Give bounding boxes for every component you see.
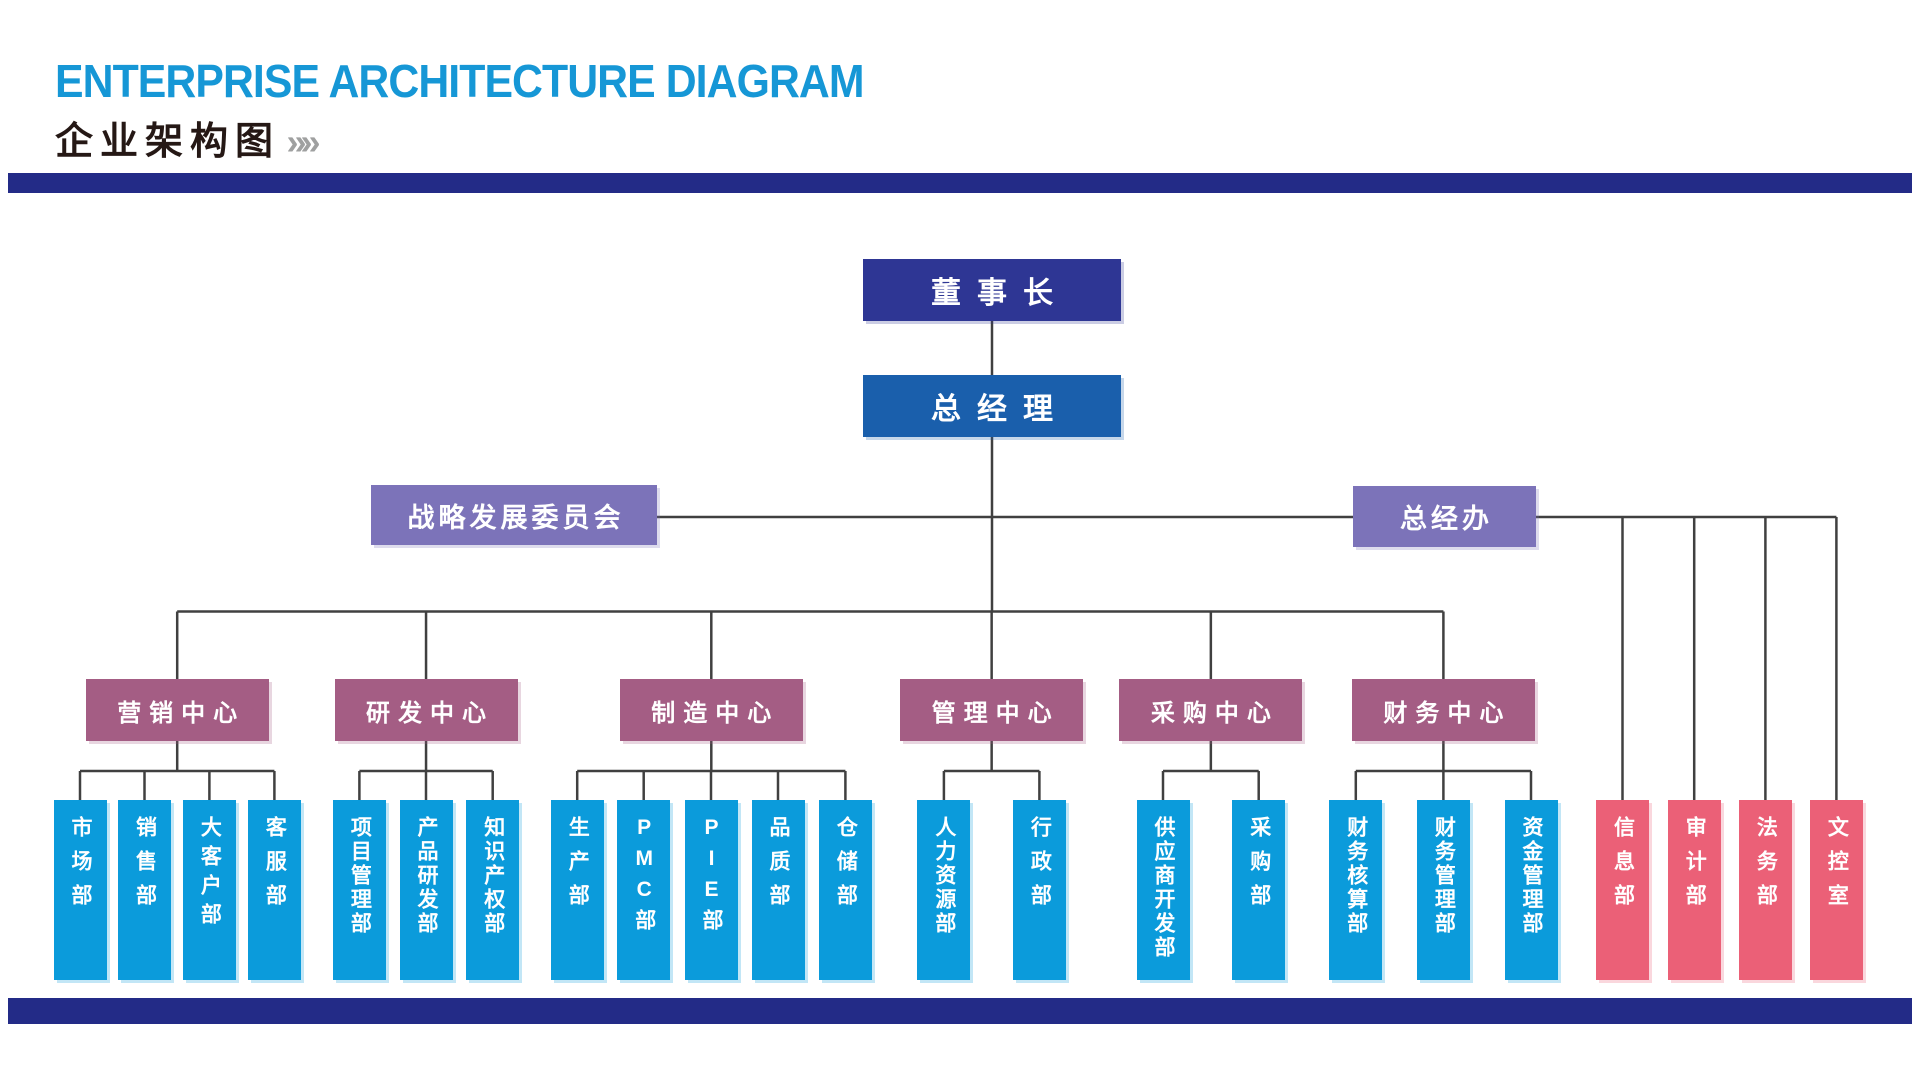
dept-box-2-4: 仓储部 — [818, 800, 872, 980]
dept-box-2-0: 生产部 — [550, 800, 604, 980]
dept-box-4-1: 采购部 — [1232, 800, 1286, 980]
dept-box-1-1: 产品研发部 — [399, 800, 453, 980]
gm-office-dept-box-3: 文控室 — [1809, 800, 1863, 980]
center-box-5: 财务中心 — [1351, 679, 1535, 741]
dept-box-0-2: 大客户部 — [182, 800, 236, 980]
page-title-english: ENTERPRISE ARCHITECTURE DIAGRAM — [55, 55, 865, 107]
dept-box-0-0: 市场部 — [53, 800, 107, 980]
page-subtitle-row: 企业架构图 »» — [55, 110, 321, 165]
page-title-chinese: 企业架构图 — [55, 121, 281, 163]
dept-box-3-1: 行政部 — [1012, 800, 1066, 980]
center-box-0: 营销中心 — [85, 679, 269, 741]
dept-box-5-1: 财务管理部 — [1416, 800, 1470, 980]
dept-box-2-3: 品质部 — [751, 800, 805, 980]
dept-box-5-0: 财务核算部 — [1329, 800, 1383, 980]
dept-box-3-0: 人力资源部 — [917, 800, 971, 980]
dept-box-2-1: PMC部 — [617, 800, 671, 980]
double-chevron-icon: »» — [286, 121, 320, 162]
dept-box-0-3: 客服部 — [247, 800, 301, 980]
gm-office-dept-box-1: 审计部 — [1667, 800, 1721, 980]
center-box-3: 管理中心 — [900, 679, 1084, 741]
dept-box-4-0: 供应商开发部 — [1136, 800, 1190, 980]
org-box-gm-office: 总经办 — [1353, 486, 1536, 547]
center-box-4: 采购中心 — [1119, 679, 1303, 741]
dept-box-1-2: 知识产权部 — [466, 800, 520, 980]
center-box-2: 制造中心 — [619, 679, 803, 741]
dept-box-5-2: 资金管理部 — [1504, 800, 1558, 980]
center-box-1: 研发中心 — [334, 679, 518, 741]
gm-office-dept-box-0: 信息部 — [1596, 800, 1649, 980]
dept-box-2-2: PIE部 — [684, 800, 738, 980]
gm-office-dept-box-2: 法务部 — [1738, 800, 1792, 980]
dept-box-0-1: 销售部 — [118, 800, 171, 980]
org-box-chairman: 董事长 — [863, 259, 1121, 321]
footer-divider-bar — [8, 998, 1912, 1024]
org-box-strategy-committee: 战略发展委员会 — [371, 485, 657, 545]
org-box-general-manager: 总经理 — [863, 375, 1121, 437]
dept-box-1-0: 项目管理部 — [332, 800, 386, 980]
header-divider-bar — [8, 173, 1912, 193]
